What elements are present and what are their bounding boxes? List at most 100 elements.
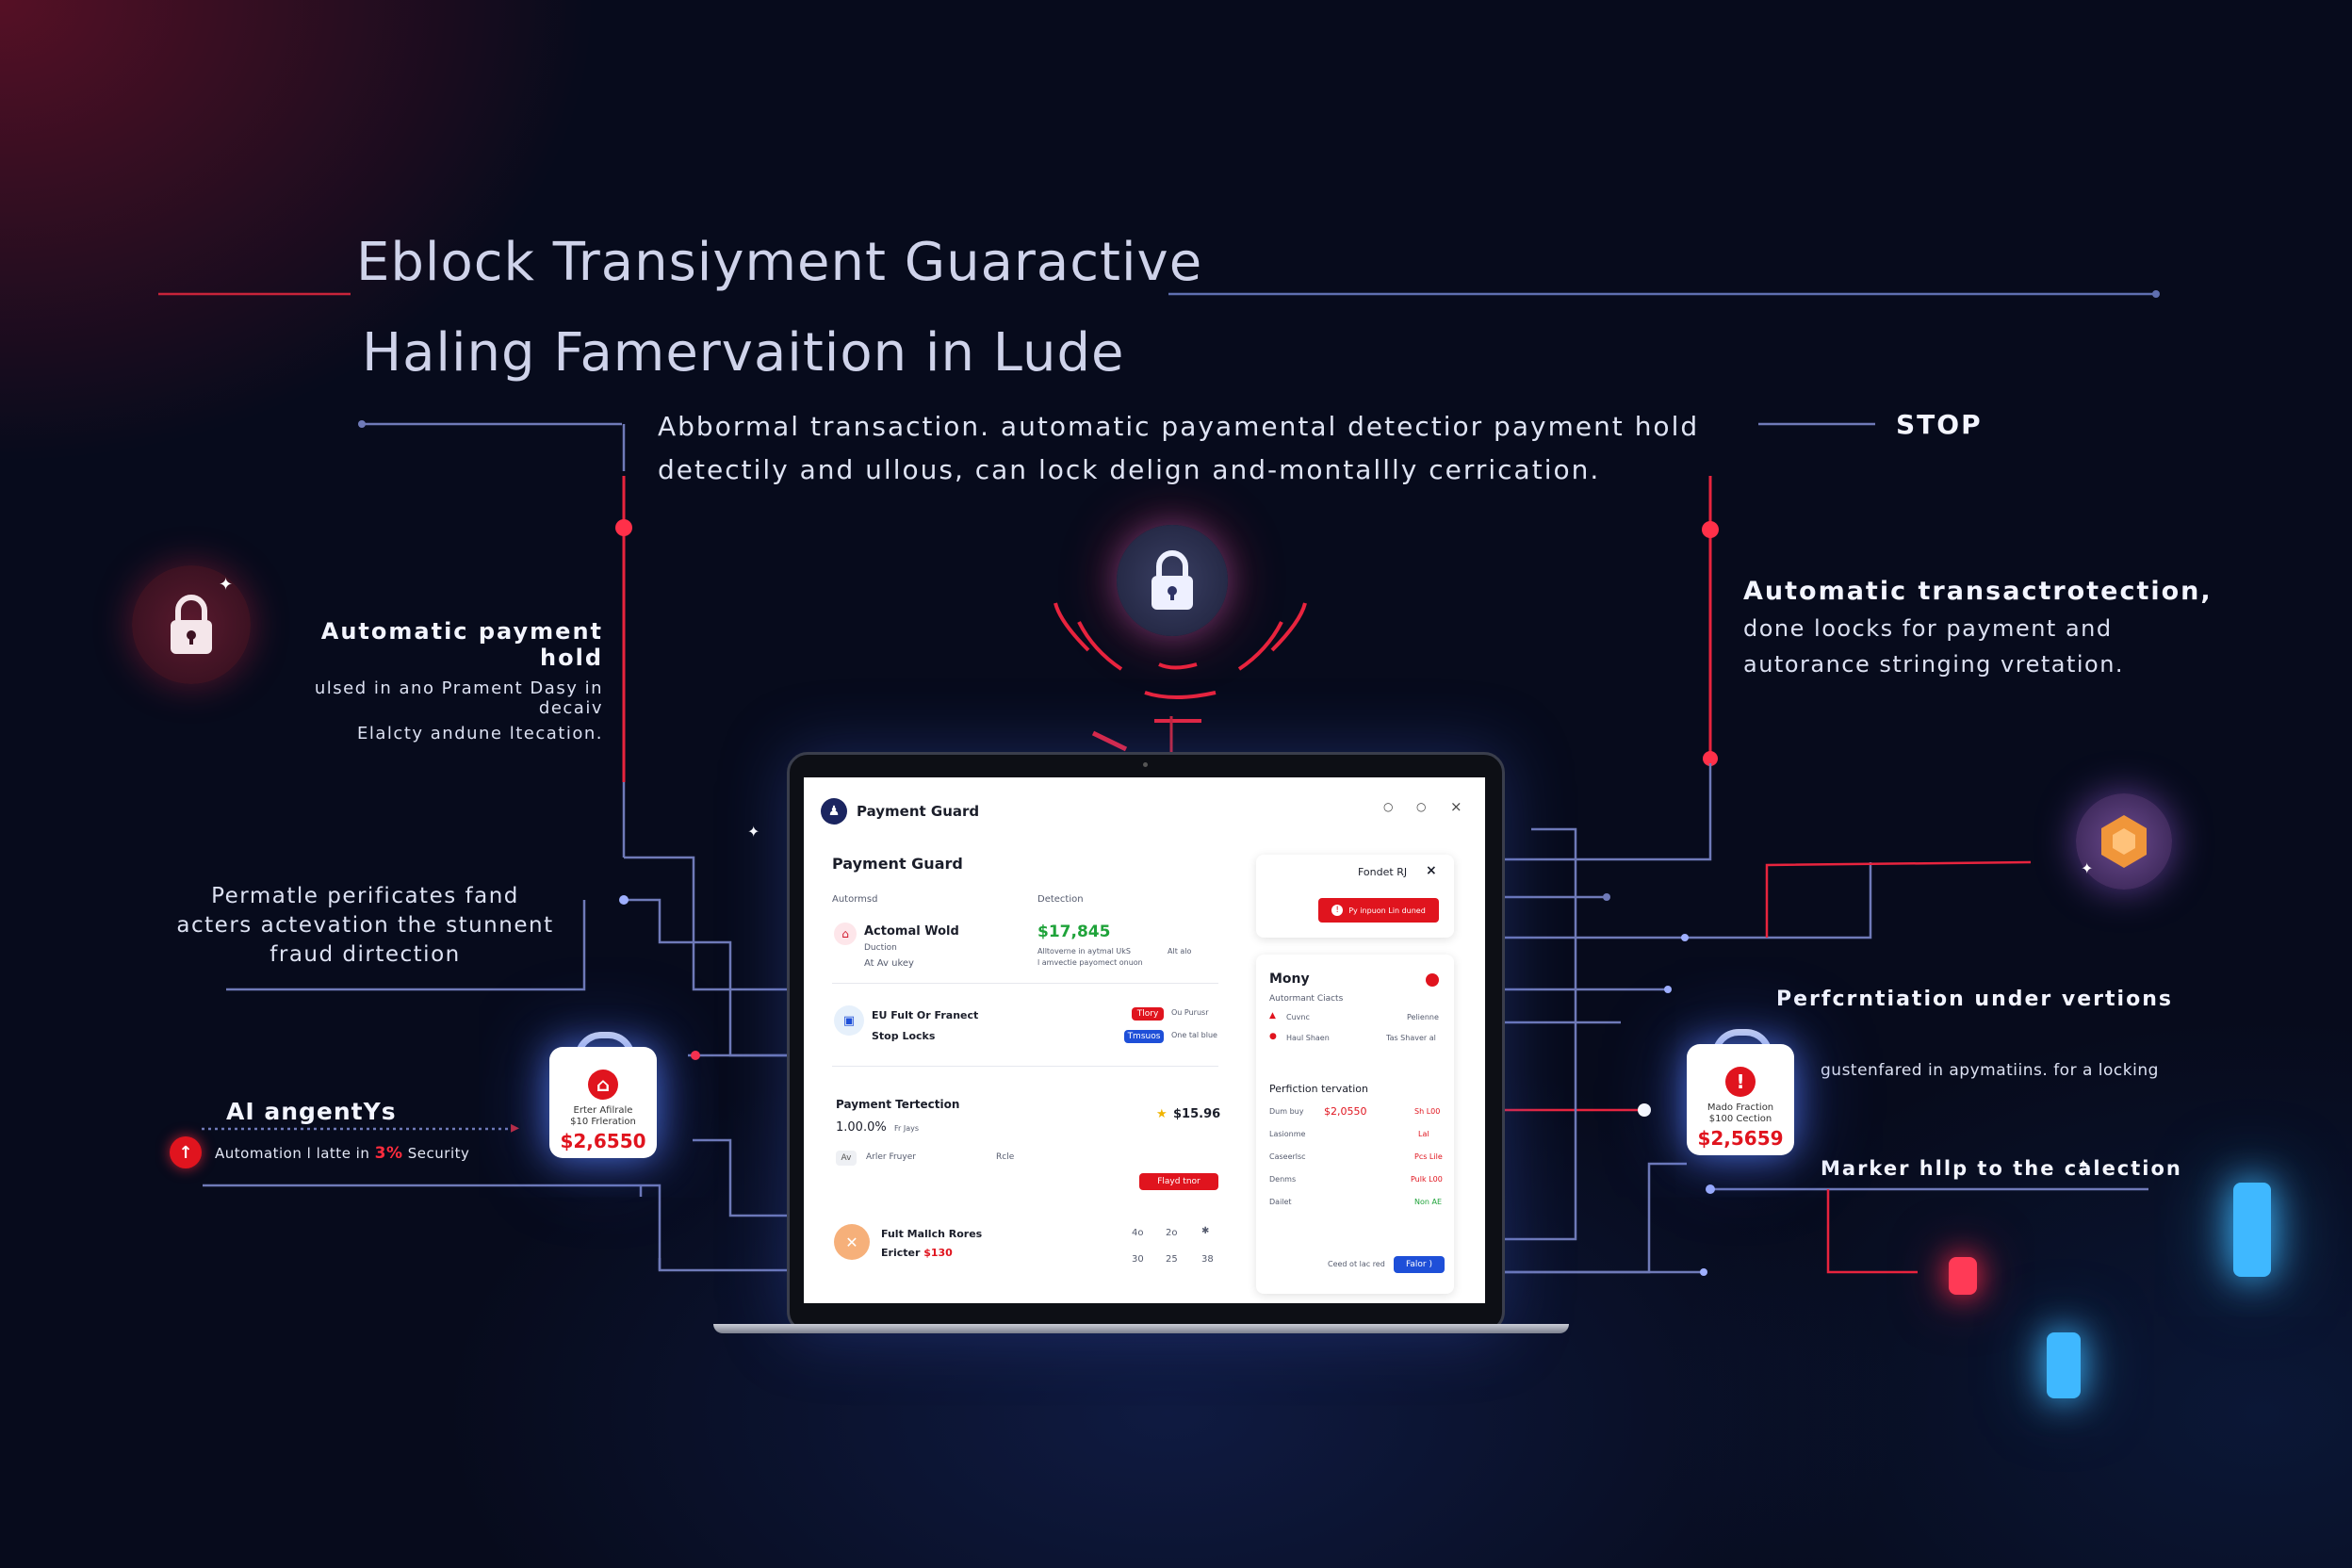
col-label-automated: Autormsd — [832, 894, 878, 905]
sparkle-icon: ✦ — [2081, 859, 2094, 877]
right-bag-price: $2,5659 — [1697, 1127, 1784, 1150]
side-card-title: Fondet RJ — [1358, 866, 1408, 878]
minimize-button[interactable]: ○ — [1383, 800, 1394, 813]
center-lock-bubble — [1117, 525, 1228, 636]
row3-pct-note: Fr Jays — [894, 1124, 920, 1133]
money-row-label: Denms — [1269, 1175, 1297, 1184]
side-card-alert: Fondet RJ × ! Py inpuon Lin duned — [1256, 855, 1454, 938]
ai-agents-highlight: 3% — [374, 1144, 403, 1163]
left-bag-line1: Erter Afilrale — [573, 1105, 633, 1116]
main-panel-title: Payment Guard — [832, 855, 963, 873]
row3-chip-av[interactable]: Av — [836, 1151, 857, 1166]
side-card-close-button[interactable]: × — [1426, 863, 1437, 878]
left-panel-line2: Elalcty andune ltecation. — [357, 724, 603, 743]
right-panel-protection: Automatic transactrotection, done loocks… — [1743, 577, 2213, 678]
laptop-base — [713, 1324, 1569, 1333]
grid-cell: 2o — [1166, 1228, 1178, 1238]
alert-small-icon: ▲ — [1269, 1011, 1276, 1021]
row2-pill-red[interactable]: Tlory — [1132, 1007, 1164, 1021]
left-panel2-line2: acters actevation the stunnent — [176, 913, 554, 938]
row1-amount: $17,845 — [1037, 923, 1111, 941]
row1-title: Actomal Wold — [864, 924, 959, 939]
divider — [832, 983, 1218, 984]
right-panel1-line1: Automatic transactrotection, — [1743, 577, 2213, 606]
side-card-alert-label: Py inpuon Lin duned — [1348, 906, 1426, 915]
money-row-value: Lal — [1418, 1130, 1429, 1138]
money-row-amount: $2,0550 — [1324, 1105, 1367, 1118]
ai-agents-badge: ↑ — [170, 1136, 202, 1168]
row3-amount: $15.96 — [1173, 1107, 1221, 1121]
money-footer-button[interactable]: Falor ) — [1394, 1256, 1445, 1273]
grid-cell: 4o — [1132, 1228, 1144, 1238]
window-title: Payment Guard — [857, 803, 980, 820]
money-row-value: Pulk L00 — [1411, 1175, 1443, 1184]
left-panel-hold: Automatic payment hold ulsed in ano Pram… — [273, 618, 603, 743]
hexagon-icon-bubble — [2076, 793, 2172, 890]
ai-agents-text-prefix: Automation l latte in — [215, 1145, 375, 1162]
row4-icon: ✕ — [834, 1224, 870, 1260]
right-bag-line2: $100 Cection — [1708, 1114, 1772, 1124]
main-title-line2: Haling Famervaition in Lude — [362, 322, 1125, 384]
money-item-label: Haul Shaen — [1286, 1034, 1330, 1042]
arrow-right-icon: ▸ — [511, 1118, 520, 1137]
row4-sub-prefix: Ericter — [881, 1247, 921, 1259]
svg-text:✦: ✦ — [747, 823, 760, 841]
ai-agents-text: Automation l latte in 3% Security — [215, 1144, 469, 1163]
maximize-button[interactable]: ○ — [1416, 800, 1427, 813]
money-row-label: Lasionme — [1269, 1130, 1306, 1138]
star-icon: ★ — [1156, 1107, 1168, 1121]
row3-pct: 1.00.0% — [836, 1120, 887, 1135]
grid-cell: ✱ — [1201, 1226, 1210, 1236]
sparkle-icon: ✦ — [219, 575, 234, 595]
row3-title: Payment Tertection — [836, 1098, 960, 1111]
money-title: Mony — [1269, 972, 1310, 987]
right-panel2-title: Perfcrntiation under vertions — [1776, 988, 2173, 1011]
money-status-dot — [1426, 973, 1439, 987]
row3-chip-label: Arler Fruyer — [866, 1152, 916, 1162]
row2-pill-blue[interactable]: Tmsuos — [1124, 1030, 1164, 1043]
main-title: Eblock Transiyment Guaractive — [356, 232, 1203, 293]
right-panel2-line1: gustenfared in apymatiins. for a locking — [1821, 1061, 2159, 1080]
ai-agents-title: AI angentYs — [226, 1098, 397, 1125]
alert-badge-icon: ! — [1725, 1067, 1756, 1097]
ai-agents-text-suffix: Security — [402, 1145, 470, 1162]
padlock-icon — [171, 595, 212, 654]
close-button[interactable]: × — [1450, 798, 1462, 815]
hexagon-icon — [2101, 815, 2147, 868]
money-item-value: Pelienne — [1407, 1013, 1439, 1021]
row1-icon: ⌂ — [834, 923, 857, 945]
right-panel1-line3: autorance stringing vretation. — [1743, 651, 2125, 678]
left-panel-title: Automatic payment hold — [320, 618, 603, 671]
grid-cell: 25 — [1166, 1254, 1178, 1265]
row3-action-button[interactable]: Flayd tnor — [1139, 1173, 1218, 1190]
right-bag-line1: Mado Fraction — [1707, 1102, 1774, 1113]
row2-sub: Stop Locks — [872, 1030, 936, 1042]
main-panel: Payment Guard Autormsd Detection ⌂ Actom… — [821, 843, 1235, 1296]
right-panel1-line2: done loocks for payment and — [1743, 615, 2113, 642]
alert-small-icon: ● — [1269, 1032, 1277, 1041]
row1-note3: l amvectie payomect onuon — [1037, 958, 1143, 967]
alert-badge-icon: ⌂ — [588, 1070, 618, 1100]
row1-sub1: Duction — [864, 943, 897, 953]
side-card-alert-button[interactable]: ! Py inpuon Lin duned — [1318, 898, 1439, 923]
glow-bar-red — [1949, 1257, 1977, 1295]
left-panel-line1: ulsed in ano Prament Dasy in decaiv — [314, 678, 603, 718]
left-bag-line2: $10 Frleration — [570, 1117, 636, 1127]
row2-title: EU Fult Or Franect — [872, 1009, 979, 1021]
money-row-label: Caseerlsc — [1269, 1152, 1306, 1161]
app-logo-icon: ♟ — [821, 798, 847, 825]
money-row-value: Sh L00 — [1414, 1107, 1441, 1116]
right-shopping-bag: ! Mado Fraction $100 Cection $2,5659 — [1687, 1029, 1794, 1159]
grid-cell: 30 — [1132, 1254, 1144, 1265]
left-bag-price: $2,6550 — [560, 1130, 646, 1152]
money-sub: Autormant Ciacts — [1269, 994, 1344, 1004]
stop-label: STOP — [1896, 409, 1983, 440]
divider — [832, 1066, 1218, 1067]
glow-bar-cyan — [2233, 1183, 2271, 1277]
row3-chip-rcle: Rcle — [996, 1152, 1015, 1162]
side-card-money: Mony Autormant Ciacts ▲ Cuvnc Pelienne ●… — [1256, 955, 1454, 1294]
svg-text:✦: ✦ — [2078, 1157, 2089, 1172]
row4-sub-amount: $130 — [923, 1247, 953, 1259]
subtitle-line2: detectily and ullous, can lock delign an… — [658, 454, 1601, 485]
